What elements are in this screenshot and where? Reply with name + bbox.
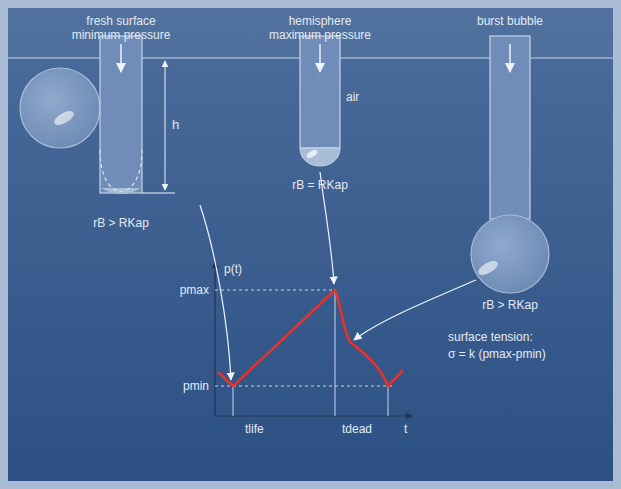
radius-condition: rB > RKap xyxy=(482,298,538,312)
axis-label: p(t) xyxy=(224,262,242,276)
axis-label: t xyxy=(404,422,407,436)
pmin-guide xyxy=(215,386,392,387)
bubble-highlight xyxy=(476,258,500,278)
dimension-line xyxy=(165,61,166,190)
pressure-curve xyxy=(218,290,403,386)
radius-condition: rB = RKap xyxy=(292,178,348,192)
hemisphere-bubble xyxy=(300,148,340,166)
air-flow-arrow xyxy=(120,44,122,72)
capillary-tube xyxy=(100,36,142,193)
bubble-highlight xyxy=(305,148,318,159)
step-caption: fresh surface minimum pressure xyxy=(66,14,176,42)
formula-caption: surface tension: xyxy=(448,330,533,344)
bubble-highlight xyxy=(52,108,76,128)
y-axis xyxy=(214,262,215,416)
dimension-label: h xyxy=(172,118,179,132)
time-label: tlife xyxy=(245,422,264,436)
medium-label: air xyxy=(346,90,359,104)
time-marker xyxy=(388,386,389,416)
time-marker xyxy=(233,386,234,416)
time-marker xyxy=(335,290,336,416)
pmax-guide xyxy=(215,290,335,291)
extension-line xyxy=(142,193,175,194)
capillary-tube xyxy=(490,36,530,219)
bubble-outline-dashed xyxy=(100,150,142,191)
time-label: tdead xyxy=(342,422,372,436)
panel xyxy=(8,8,613,481)
radius-condition: rB > RKap xyxy=(93,216,149,230)
axis-tick-label: pmax xyxy=(180,283,209,297)
capillary-tube xyxy=(300,36,340,148)
axis-tick-label: pmin xyxy=(183,379,209,393)
step-caption: hemisphere maximum pressure xyxy=(265,14,375,42)
step-caption: burst bubble xyxy=(477,14,543,28)
air-flow-arrow xyxy=(319,44,321,72)
burst-bubble xyxy=(471,215,549,293)
air-flow-arrow xyxy=(509,44,511,72)
x-axis xyxy=(215,415,412,416)
bubble xyxy=(20,68,100,148)
formula: σ = k (pmax-pmin) xyxy=(448,347,546,361)
